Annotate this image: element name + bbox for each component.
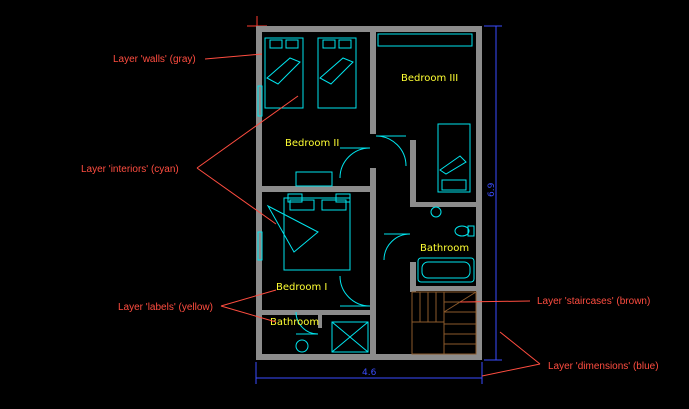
label-bathroom-right: Bathroom	[420, 243, 469, 254]
wall-mid-vertical-lower	[370, 168, 376, 354]
desk-bedroom2	[295, 171, 333, 187]
shower-left	[331, 321, 369, 353]
door-bathroom-left	[295, 311, 319, 335]
wall-outer-bottom	[256, 354, 482, 360]
staircase-layer	[411, 291, 477, 355]
nightstand-left	[287, 193, 303, 203]
wall-bed2-bed1	[256, 186, 376, 192]
wall-outer-right	[476, 26, 482, 360]
wall-outer-left	[256, 26, 262, 360]
wall-bath-right-bottom	[410, 286, 482, 291]
interiors-layer	[257, 33, 475, 353]
label-bathroom-left: Bathroom	[270, 317, 319, 328]
nightstand-right	[335, 193, 351, 203]
bed-bedroom2-left	[264, 37, 304, 109]
bathtub-right	[417, 257, 475, 283]
wardrobe-bedroom3	[377, 33, 473, 47]
wall-hall-right-lower	[410, 262, 416, 292]
bed-bedroom1	[283, 197, 351, 271]
label-bedroom1: Bedroom I	[276, 282, 327, 293]
door-bedroom1	[339, 275, 371, 307]
dim-height-label: 6.9	[487, 182, 497, 197]
wall-bed1-bath	[256, 310, 376, 315]
wall-bath-left-divider	[318, 315, 322, 328]
label-bedroom2: Bedroom II	[285, 138, 339, 149]
callout-dimensions: Layer 'dimensions' (blue)	[548, 361, 659, 372]
door-bedroom3	[375, 135, 407, 167]
callout-interiors: Layer 'interiors' (cyan)	[81, 164, 179, 175]
wall-outer-top	[256, 26, 482, 32]
window-bedroom1	[257, 231, 263, 261]
callout-leaders	[196, 53, 541, 377]
sink-right	[430, 206, 442, 218]
dimensions-layer	[255, 25, 502, 384]
wall-hall-right-upper	[410, 140, 416, 202]
toilet-right	[454, 225, 470, 237]
window-bedroom2	[257, 85, 263, 117]
sink-left	[295, 339, 309, 353]
walls-layer	[256, 26, 482, 360]
label-bedroom3: Bedroom III	[401, 73, 458, 84]
bed-bedroom3	[437, 123, 471, 193]
bed-bedroom2-right	[317, 37, 357, 109]
wall-mid-vertical-upper	[370, 26, 376, 134]
callout-labels: Layer 'labels' (yellow)	[118, 302, 213, 313]
door-bedroom2	[339, 147, 371, 179]
callout-walls: Layer 'walls' (gray)	[113, 54, 196, 65]
door-bathroom-right	[383, 233, 411, 261]
wall-bath-right-top	[410, 202, 482, 207]
callout-staircases: Layer 'staircases' (brown)	[537, 296, 650, 307]
dim-width-label: 4.6	[362, 368, 377, 378]
